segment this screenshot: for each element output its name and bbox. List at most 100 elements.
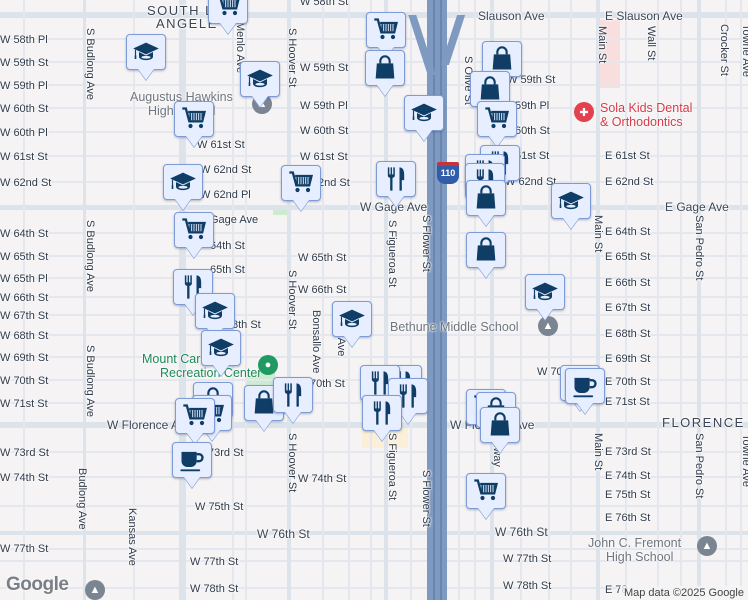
park-pin-icon[interactable]: ● [258, 355, 278, 375]
street-label: Main St [592, 433, 604, 471]
marker-shopping-bag[interactable] [365, 50, 405, 86]
marker-shopping-cart[interactable] [208, 0, 248, 24]
street-line [0, 451, 748, 453]
street-label: San Pedro St [693, 433, 705, 499]
marker-graduation-cap[interactable] [126, 34, 166, 70]
restaurant-icon [394, 382, 422, 410]
street-label: W Florence Ave [107, 418, 192, 432]
street-line [0, 181, 748, 183]
marker-shopping-cart[interactable] [366, 12, 406, 48]
map-attribution[interactable]: Map data ©2025 Google [619, 586, 748, 600]
marker-shopping-cart[interactable] [281, 165, 321, 201]
shopping-cart-icon [180, 216, 208, 244]
shopping-cart-icon [181, 402, 209, 430]
place-label[interactable]: Sola Kids Dental& Orthodontics [600, 101, 692, 129]
road-san-pedro [697, 0, 701, 600]
place-label-line: High School [606, 550, 674, 564]
road-broadway [490, 0, 494, 600]
marker-graduation-cap[interactable] [201, 330, 241, 366]
marker-shopping-cart[interactable] [174, 101, 214, 137]
street-line [0, 314, 748, 316]
area-label: ANGELE [156, 16, 218, 31]
graduation-cap-icon [207, 334, 235, 362]
street-line [0, 587, 748, 589]
graduation-cap-icon [410, 99, 438, 127]
street-label: W 59th St [507, 74, 556, 86]
marker-shopping-bag[interactable] [466, 232, 506, 268]
marker-graduation-cap[interactable] [332, 301, 372, 337]
street-label: 2nd St [318, 177, 350, 189]
street-label: W 66th St [0, 292, 49, 304]
street-label: Main St [592, 215, 604, 253]
street-line [0, 356, 748, 358]
school-pin-icon[interactable]: ▲ [85, 580, 105, 600]
marker-graduation-cap[interactable] [195, 293, 235, 329]
street-label: W 65th St [0, 251, 49, 263]
road-76th [0, 531, 748, 535]
hospital-pin-icon[interactable]: ✚ [574, 102, 594, 122]
school-pin-icon[interactable]: ▲ [697, 536, 717, 556]
marker-graduation-cap[interactable] [163, 164, 203, 200]
street-label: W 68th St [0, 330, 49, 342]
marker-graduation-cap[interactable] [551, 183, 591, 219]
street-label: E 62nd St [605, 176, 654, 188]
marker-shopping-cart[interactable] [175, 398, 215, 434]
street-label: 59th Pl [515, 100, 550, 112]
place-label[interactable]: Bethune Middle School [390, 320, 519, 334]
graduation-cap-icon [246, 65, 274, 93]
street-line [625, 0, 627, 600]
street-label: 64th St [210, 240, 245, 252]
marker-restaurant[interactable] [362, 395, 402, 431]
street-label: E Slauson Ave [605, 9, 683, 23]
street-label: W 58th Pl [0, 34, 48, 46]
street-label: Towne Ave [740, 24, 748, 78]
google-logo[interactable]: Google [6, 574, 69, 595]
marker-shopping-bag[interactable] [480, 407, 520, 443]
shopping-cart-icon [483, 105, 511, 133]
street-label: E Gage Ave [665, 200, 729, 214]
graduation-cap-icon [338, 305, 366, 333]
freeway-110-lanes [440, 0, 442, 600]
street-label: W 66th St [298, 284, 347, 296]
marker-coffee-cup[interactable] [565, 368, 605, 404]
road-budlong [83, 0, 86, 600]
street-line [0, 334, 748, 336]
street-line [0, 131, 748, 133]
street-label: E 76th St [605, 512, 651, 524]
marker-shopping-cart[interactable] [477, 101, 517, 137]
restaurant-icon [368, 399, 396, 427]
street-label: W 60th St [300, 125, 349, 137]
street-label: E 70th St [605, 376, 651, 388]
street-line [245, 0, 247, 600]
marker-graduation-cap[interactable] [525, 274, 565, 310]
street-label: S Budlong Ave [84, 220, 96, 292]
street-label: S Hoover St [286, 270, 298, 330]
marker-shopping-cart[interactable] [466, 473, 506, 509]
industrial-area [598, 20, 620, 88]
marker-graduation-cap[interactable] [240, 61, 280, 97]
marker-restaurant[interactable] [273, 377, 313, 413]
street-label: E 71st St [605, 396, 650, 408]
street-line [458, 0, 460, 600]
street-line [740, 0, 742, 600]
marker-coffee-cup[interactable] [172, 442, 212, 478]
road-main [596, 0, 600, 600]
marker-shopping-cart[interactable] [174, 212, 214, 248]
freeway-110 [427, 0, 447, 600]
street-label: W 78th St [190, 583, 239, 595]
marker-shopping-bag[interactable] [466, 180, 506, 216]
school-pin-icon[interactable]: ▲ [538, 316, 558, 336]
street-label: Kansas Ave [126, 508, 138, 566]
street-label: W 62nd St [200, 164, 252, 176]
restaurant-icon [279, 381, 307, 409]
street-line [657, 0, 659, 600]
street-line [0, 232, 748, 234]
marker-graduation-cap[interactable] [404, 95, 444, 131]
street-line [725, 0, 727, 600]
marker-restaurant[interactable] [376, 161, 416, 197]
street-label: W 60th St [0, 103, 49, 115]
street-label: E 67th St [605, 302, 651, 314]
street-label: Slauson Ave [478, 9, 545, 23]
